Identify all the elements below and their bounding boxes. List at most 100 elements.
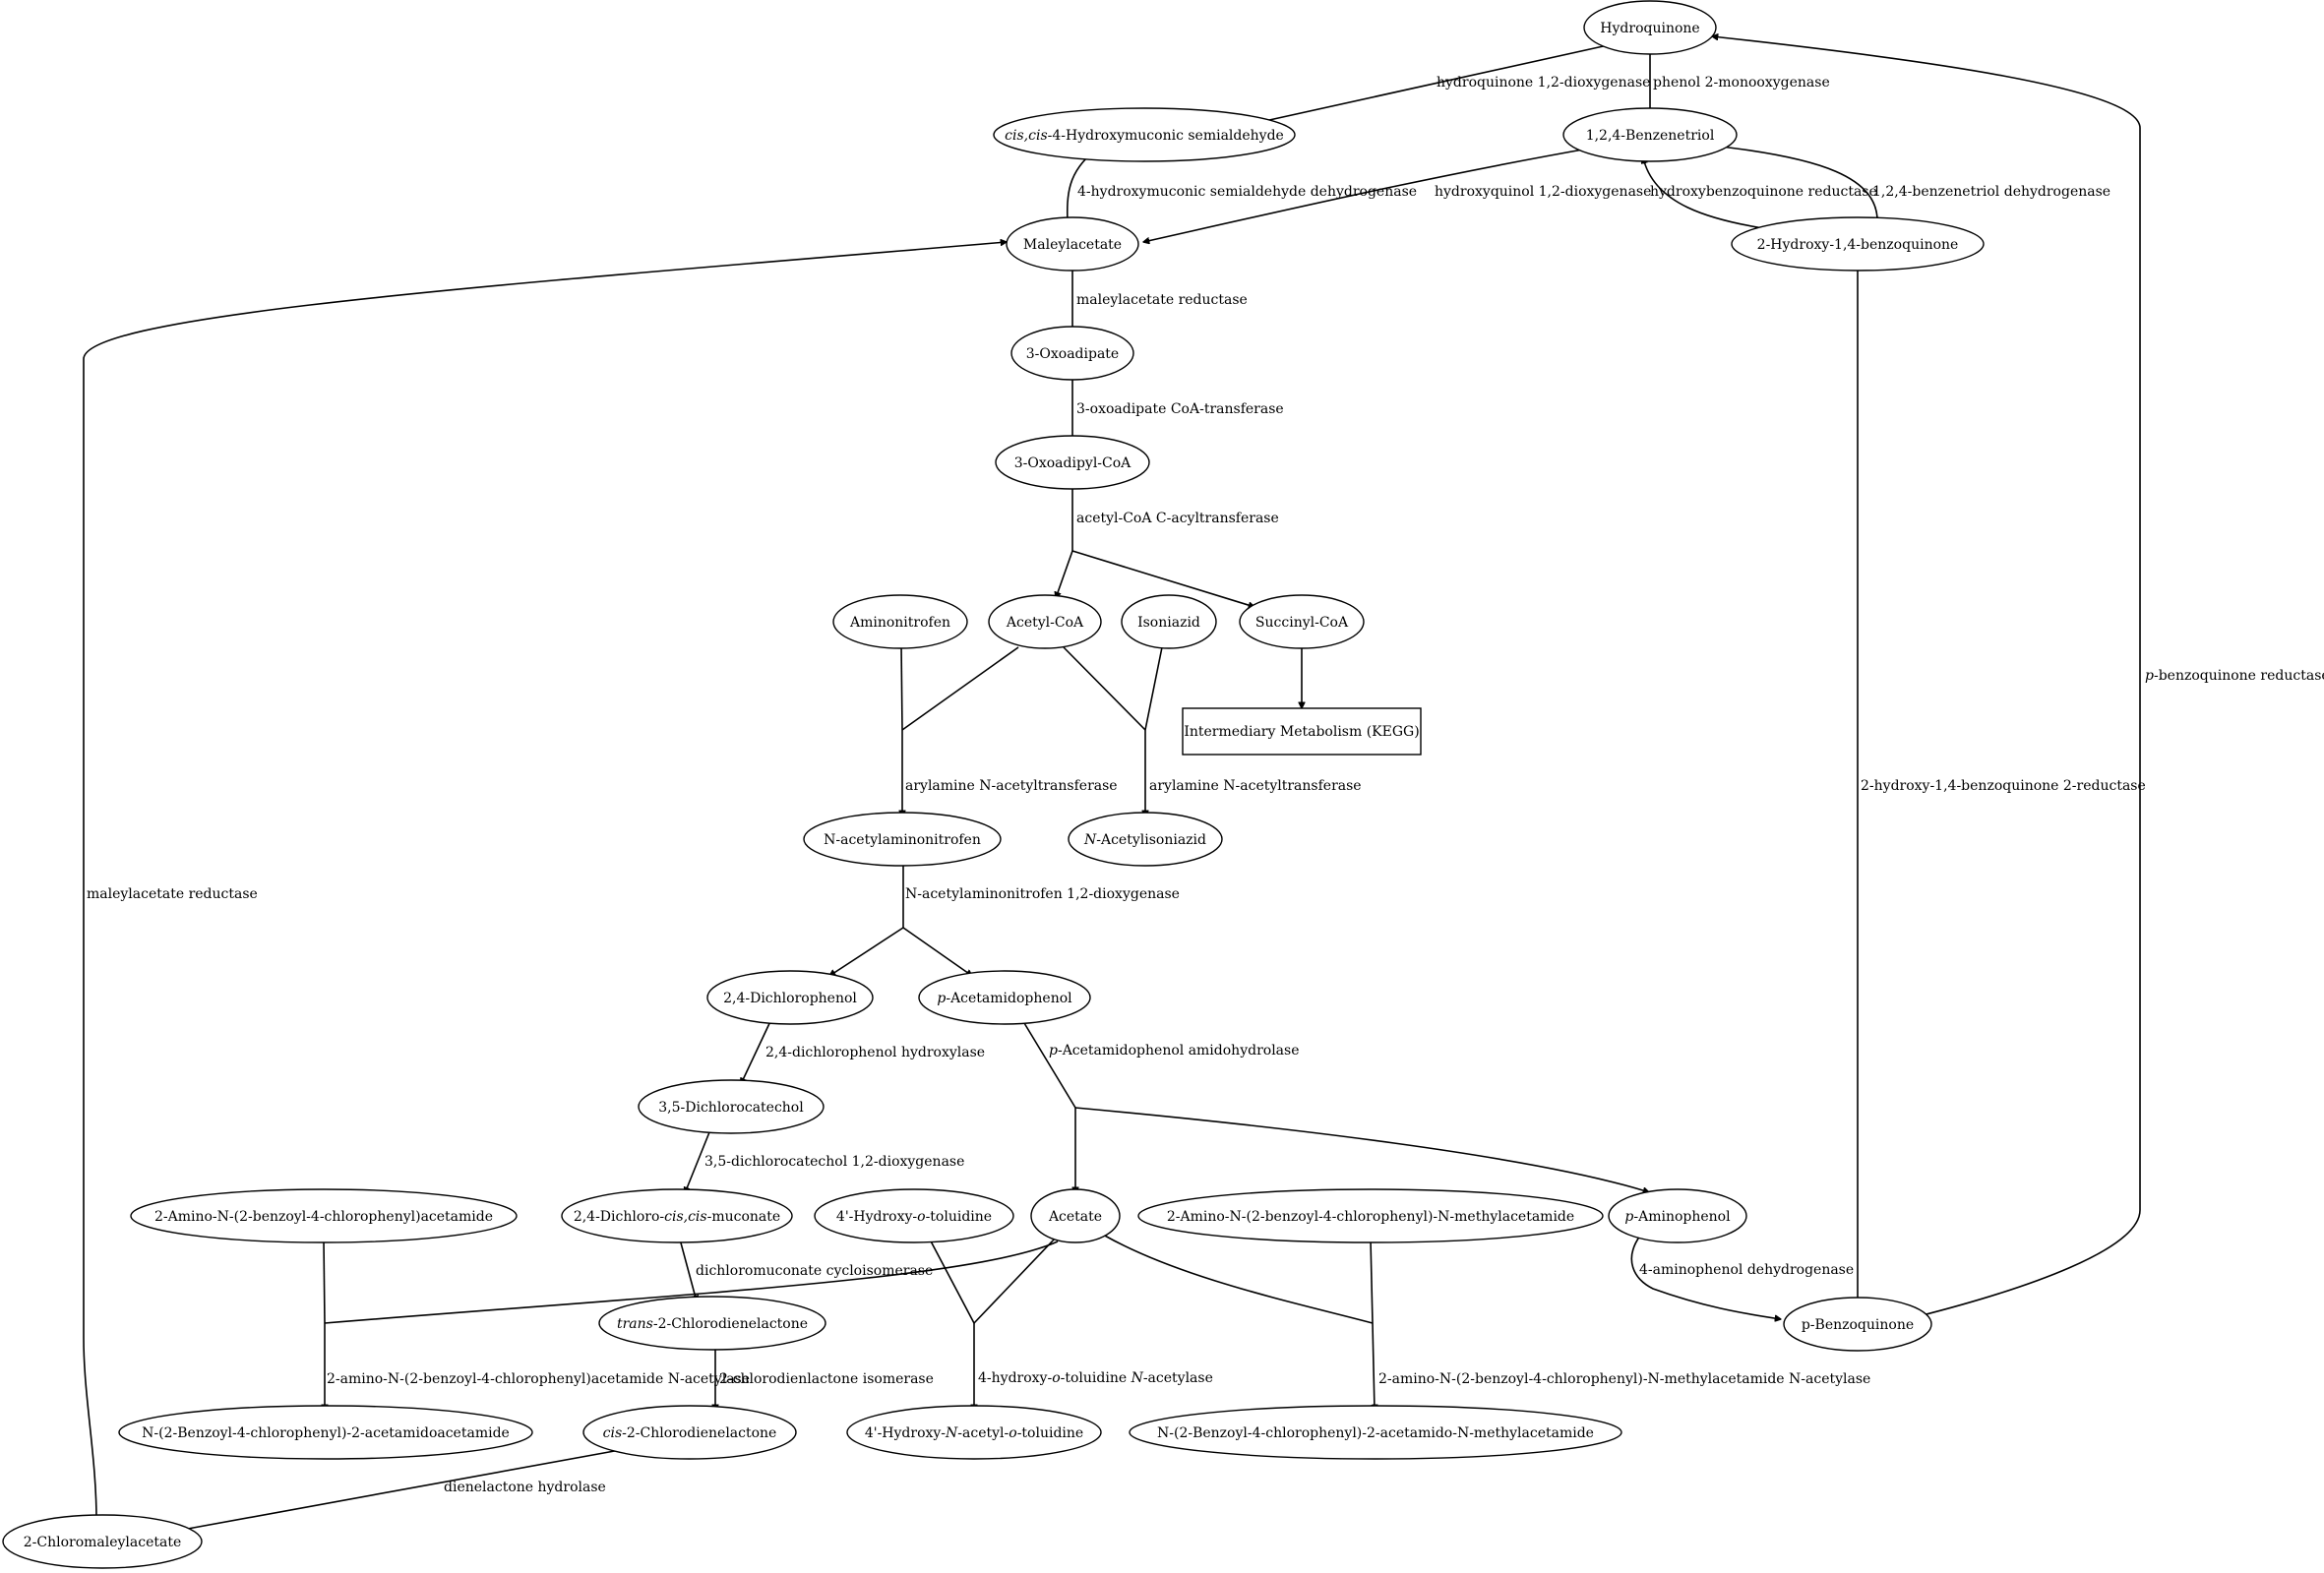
- node-hydroxy-benzoquinone: 2-Hydroxy-1,4-benzoquinone: [1731, 216, 1985, 272]
- node-cis-chlorodienelactone: cis-2-Chlorodienelactone: [582, 1405, 797, 1460]
- node-benzenetriol: 1,2,4-Benzenetriol: [1562, 107, 1738, 162]
- node-dichlorophenol: 2,4-Dichlorophenol: [706, 970, 874, 1025]
- node-acetate: Acetate: [1030, 1188, 1121, 1243]
- edge-hydroquinone-to-hydroxymuconic: [1252, 42, 1618, 124]
- svg-text:2,4-Dichloro-cis,cis-muconate: 2,4-Dichloro-cis,cis-muconate: [574, 1209, 780, 1225]
- label-maleylacetate-reductase-1: maleylacetate reductase: [1076, 292, 1248, 308]
- node-maleylacetate: Maleylacetate: [1006, 216, 1139, 272]
- node-n-acetylisoniazid: N-Acetylisoniazid: [1068, 812, 1223, 867]
- node-hydroquinone: Hydroquinone: [1583, 0, 1717, 55]
- svg-text:Succinyl-CoA: Succinyl-CoA: [1255, 615, 1349, 631]
- node-intermediary-metabolism: Intermediary Metabolism (KEGG): [1182, 707, 1422, 756]
- label-p-benzoquinone-reductase: p-benzoquinone reductase: [2145, 668, 2324, 684]
- label-dichloromuconate-cycloisomerase: dichloromuconate cycloisomerase: [696, 1263, 933, 1279]
- svg-text:3-Oxoadipyl-CoA: 3-Oxoadipyl-CoA: [1014, 455, 1131, 471]
- edge-dichlorophenol-to-dichlorocatechol: [741, 1016, 773, 1084]
- svg-text:Maleylacetate: Maleylacetate: [1023, 237, 1122, 253]
- svg-text:4'-Hydroxy-N-acetyl-o-toluidin: 4'-Hydroxy-N-acetyl-o-toluidine: [865, 1425, 1083, 1441]
- svg-text:Intermediary Metabolism (KEGG): Intermediary Metabolism (KEGG): [1184, 724, 1419, 740]
- svg-text:2,4-Dichlorophenol: 2,4-Dichlorophenol: [723, 991, 857, 1006]
- edge-aminoacetamide-acetate-to-acetamidoacetamide: [324, 1239, 1059, 1411]
- node-p-acetamidophenol: p-Acetamidophenol: [918, 970, 1091, 1025]
- edge-pbenzoquinone-to-hydroquinone: [1712, 36, 2141, 1317]
- svg-text:N-(2-Benzoyl-4-chlorophenyl)-2: N-(2-Benzoyl-4-chlorophenyl)-2-acetamido…: [142, 1425, 510, 1441]
- node-dichlorocatechol: 3,5-Dichlorocatechol: [638, 1079, 825, 1134]
- svg-text:trans-2-Chlorodienelactone: trans-2-Chlorodienelactone: [617, 1316, 808, 1332]
- label-arylamine-acetyltransferase-2: arylamine N-acetyltransferase: [1149, 778, 1362, 794]
- svg-text:2-Hydroxy-1,4-benzoquinone: 2-Hydroxy-1,4-benzoquinone: [1757, 237, 1959, 253]
- node-hydroxy-n-acetyl-toluidine: 4'-Hydroxy-N-acetyl-o-toluidine: [846, 1405, 1102, 1460]
- edge-acetylcoa-isoniazid-to-nacetylisoniazid: [1063, 646, 1163, 817]
- edge-chloromaleylacetate-to-maleylacetate: [83, 242, 1007, 1521]
- label-dichlorophenol-hydroxylase: 2,4-dichlorophenol hydroxylase: [765, 1045, 985, 1060]
- svg-text:3-Oxoadipate: 3-Oxoadipate: [1026, 346, 1119, 362]
- label-hydroxy-benzoquinone-reductase-2: 2-hydroxy-1,4-benzoquinone 2-reductase: [1861, 778, 2146, 794]
- node-n-acetylaminonitrofen: N-acetylaminonitrofen: [803, 812, 1002, 867]
- svg-text:p-Acetamidophenol: p-Acetamidophenol: [937, 991, 1072, 1006]
- label-aminophenol-dehydrogenase: 4-aminophenol dehydrogenase: [1639, 1262, 1854, 1278]
- svg-text:N-Acetylisoniazid: N-Acetylisoniazid: [1083, 832, 1206, 848]
- label-oxoadipate-coa-transferase: 3-oxoadipate CoA-transferase: [1076, 401, 1284, 417]
- label-arylamine-acetyltransferase-1: arylamine N-acetyltransferase: [905, 778, 1118, 794]
- svg-text:p-Aminophenol: p-Aminophenol: [1624, 1209, 1731, 1225]
- svg-text:2-Amino-N-(2-benzoyl-4-chlorop: 2-Amino-N-(2-benzoyl-4-chlorophenyl)-N-m…: [1167, 1209, 1574, 1225]
- node-dichloro-muconate: 2,4-Dichloro-cis,cis-muconate: [561, 1188, 793, 1243]
- label-chlorodienlactone-isomerase: 2-chlorodienlactone isomerase: [719, 1371, 934, 1387]
- label-n-acetylaminonitrofen-dioxygenase: N-acetylaminonitrofen 1,2-dioxygenase: [905, 886, 1180, 902]
- label-p-acetamidophenol-amidohydrolase: p-Acetamidophenol amidohydrolase: [1049, 1043, 1299, 1059]
- svg-text:4'-Hydroxy-o-toluidine: 4'-Hydroxy-o-toluidine: [836, 1209, 992, 1225]
- edge-nacetylaminonitrofen-branch: [829, 862, 972, 976]
- svg-text:2-Chloromaleylacetate: 2-Chloromaleylacetate: [24, 1535, 182, 1550]
- edge-benzenetriol-to-maleylacetate: [1143, 147, 1595, 242]
- node-oxoadipyl-coa: 3-Oxoadipyl-CoA: [995, 435, 1150, 490]
- svg-text:2-Amino-N-(2-benzoyl-4-chlorop: 2-Amino-N-(2-benzoyl-4-chlorophenyl)acet…: [154, 1209, 493, 1225]
- svg-text:Isoniazid: Isoniazid: [1137, 615, 1200, 631]
- svg-text:cis,cis-4-Hydroxymuconic semia: cis,cis-4-Hydroxymuconic semialdehyde: [1005, 128, 1284, 144]
- edge-cischlorodienelactone-to-chloromaleylacetate: [177, 1449, 621, 1531]
- node-isoniazid: Isoniazid: [1121, 594, 1217, 649]
- node-chloromaleylacetate: 2-Chloromaleylacetate: [2, 1514, 203, 1569]
- edge-paminophenol-to-pbenzoquinone: [1630, 1235, 1781, 1319]
- label-hydroquinone-dioxygenase: hydroquinone 1,2-dioxygenase: [1437, 75, 1650, 91]
- node-amino-benzoyl-methylacetamide: 2-Amino-N-(2-benzoyl-4-chlorophenyl)-N-m…: [1137, 1188, 1604, 1243]
- node-cis-cis-hydroxymuconic-semialdehyde: cis,cis-4-Hydroxymuconic semialdehyde: [993, 107, 1296, 162]
- node-acetyl-coa: Acetyl-CoA: [988, 594, 1102, 649]
- node-trans-chlorodienelactone: trans-2-Chlorodienelactone: [598, 1296, 826, 1351]
- svg-text:cis-2-Chlorodienelactone: cis-2-Chlorodienelactone: [603, 1425, 777, 1441]
- svg-text:N-(2-Benzoyl-4-chlorophenyl)-2: N-(2-Benzoyl-4-chlorophenyl)-2-acetamido…: [1157, 1425, 1594, 1441]
- label-hydroxybenzoquinone-reductase: hydroxybenzoquinone reductase: [1650, 184, 1877, 200]
- node-benzoyl-acetamido-methylacetamide: N-(2-Benzoyl-4-chlorophenyl)-2-acetamido…: [1129, 1405, 1622, 1460]
- label-hydroxymuconic-dehydrogenase: 4-hydroxymuconic semialdehyde dehydrogen…: [1077, 184, 1417, 200]
- label-acetyl-coa-acyltransferase: acetyl-CoA C-acyltransferase: [1076, 511, 1279, 526]
- label-dichlorocatechol-dioxygenase: 3,5-dichlorocatechol 1,2-dioxygenase: [704, 1154, 964, 1170]
- edge-benzenetriol-to-hydroxybenzoquinone: [1711, 145, 1877, 223]
- svg-text:1,2,4-Benzenetriol: 1,2,4-Benzenetriol: [1586, 128, 1715, 144]
- node-aminonitrofen: Aminonitrofen: [832, 594, 968, 649]
- edge-pacetamidophenol-branch: [1020, 1017, 1649, 1193]
- node-oxoadipate: 3-Oxoadipate: [1010, 326, 1134, 381]
- edge-dichloromuconate-to-transchlorodienelactone: [678, 1235, 697, 1301]
- label-dienelactone-hydrolase: dienelactone hydrolase: [444, 1480, 606, 1495]
- node-hydroxy-o-toluidine: 4'-Hydroxy-o-toluidine: [814, 1188, 1014, 1243]
- node-p-aminophenol: p-Aminophenol: [1608, 1188, 1747, 1243]
- edge-aminonitrofen-acetylcoa-to-nacetylaminonitrofen: [901, 643, 1019, 817]
- svg-text:3,5-Dichlorocatechol: 3,5-Dichlorocatechol: [658, 1100, 804, 1116]
- label-benzenetriol-dehydrogenase: 1,2,4-benzenetriol dehydrogenase: [1872, 184, 2110, 200]
- svg-text:Acetate: Acetate: [1048, 1209, 1102, 1225]
- label-hydroxyquinol-dioxygenase: hydroxyquinol 1,2-dioxygenase: [1435, 184, 1651, 200]
- label-hydroxy-toluidine-n-acetylase: 4-hydroxy-o-toluidine N-acetylase: [978, 1370, 1213, 1386]
- svg-text:Aminonitrofen: Aminonitrofen: [849, 615, 950, 631]
- edge-hydroxytoluidine-acetate-to-nacetyltoluidine: [927, 1235, 1057, 1411]
- svg-text:Hydroquinone: Hydroquinone: [1600, 21, 1699, 36]
- svg-text:p-Benzoquinone: p-Benzoquinone: [1802, 1317, 1914, 1333]
- svg-text:Acetyl-CoA: Acetyl-CoA: [1006, 615, 1084, 631]
- label-maleylacetate-reductase-2: maleylacetate reductase: [87, 886, 258, 902]
- node-benzoyl-acetamidoacetamide: N-(2-Benzoyl-4-chlorophenyl)-2-acetamido…: [118, 1405, 533, 1460]
- label-phenol-monooxygenase: phenol 2-monooxygenase: [1653, 75, 1830, 91]
- edge-oxoadipylcoa-branch: [1056, 488, 1254, 607]
- edge-aminomethylacetamide-acetate-to-methylacetamide: [1102, 1234, 1375, 1411]
- label-amino-methylacetamide-n-acetylase: 2-amino-N-(2-benzoyl-4-chlorophenyl)-N-m…: [1378, 1371, 1870, 1387]
- label-amino-acetamide-n-acetylase: 2-amino-N-(2-benzoyl-4-chlorophenyl)acet…: [327, 1371, 750, 1387]
- node-amino-benzoyl-acetamide: 2-Amino-N-(2-benzoyl-4-chlorophenyl)acet…: [130, 1188, 518, 1243]
